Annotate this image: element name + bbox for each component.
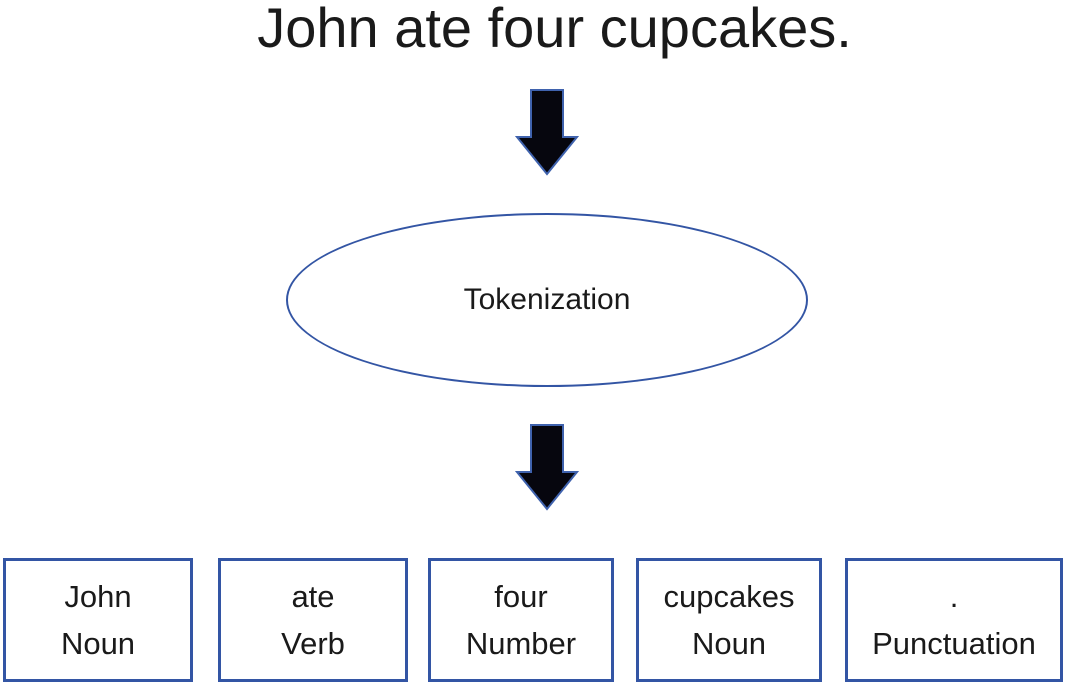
token-text: John <box>64 579 132 614</box>
tokenization-ellipse: Tokenization <box>286 213 808 387</box>
token-type: Number <box>465 626 577 661</box>
token-box-john: John Noun <box>3 558 193 682</box>
token-box-period: . Punctuation <box>845 558 1063 682</box>
down-arrow-icon <box>515 89 579 176</box>
sentence-title: John ate four cupcakes. <box>257 0 852 59</box>
token-text: four <box>494 579 548 614</box>
token-type: Verb <box>281 626 345 661</box>
token-type: Noun <box>691 626 767 661</box>
token-type: Noun <box>60 626 136 661</box>
token-text: . <box>949 579 959 614</box>
token-type: Punctuation <box>872 626 1036 661</box>
token-text: ate <box>291 579 335 614</box>
tokenization-label: Tokenization <box>463 283 631 316</box>
token-box-ate: ate Verb <box>218 558 408 682</box>
token-text: cupcakes <box>663 579 795 614</box>
down-arrow-icon <box>515 424 579 511</box>
token-box-four: four Number <box>428 558 614 682</box>
token-box-cupcakes: cupcakes Noun <box>636 558 822 682</box>
